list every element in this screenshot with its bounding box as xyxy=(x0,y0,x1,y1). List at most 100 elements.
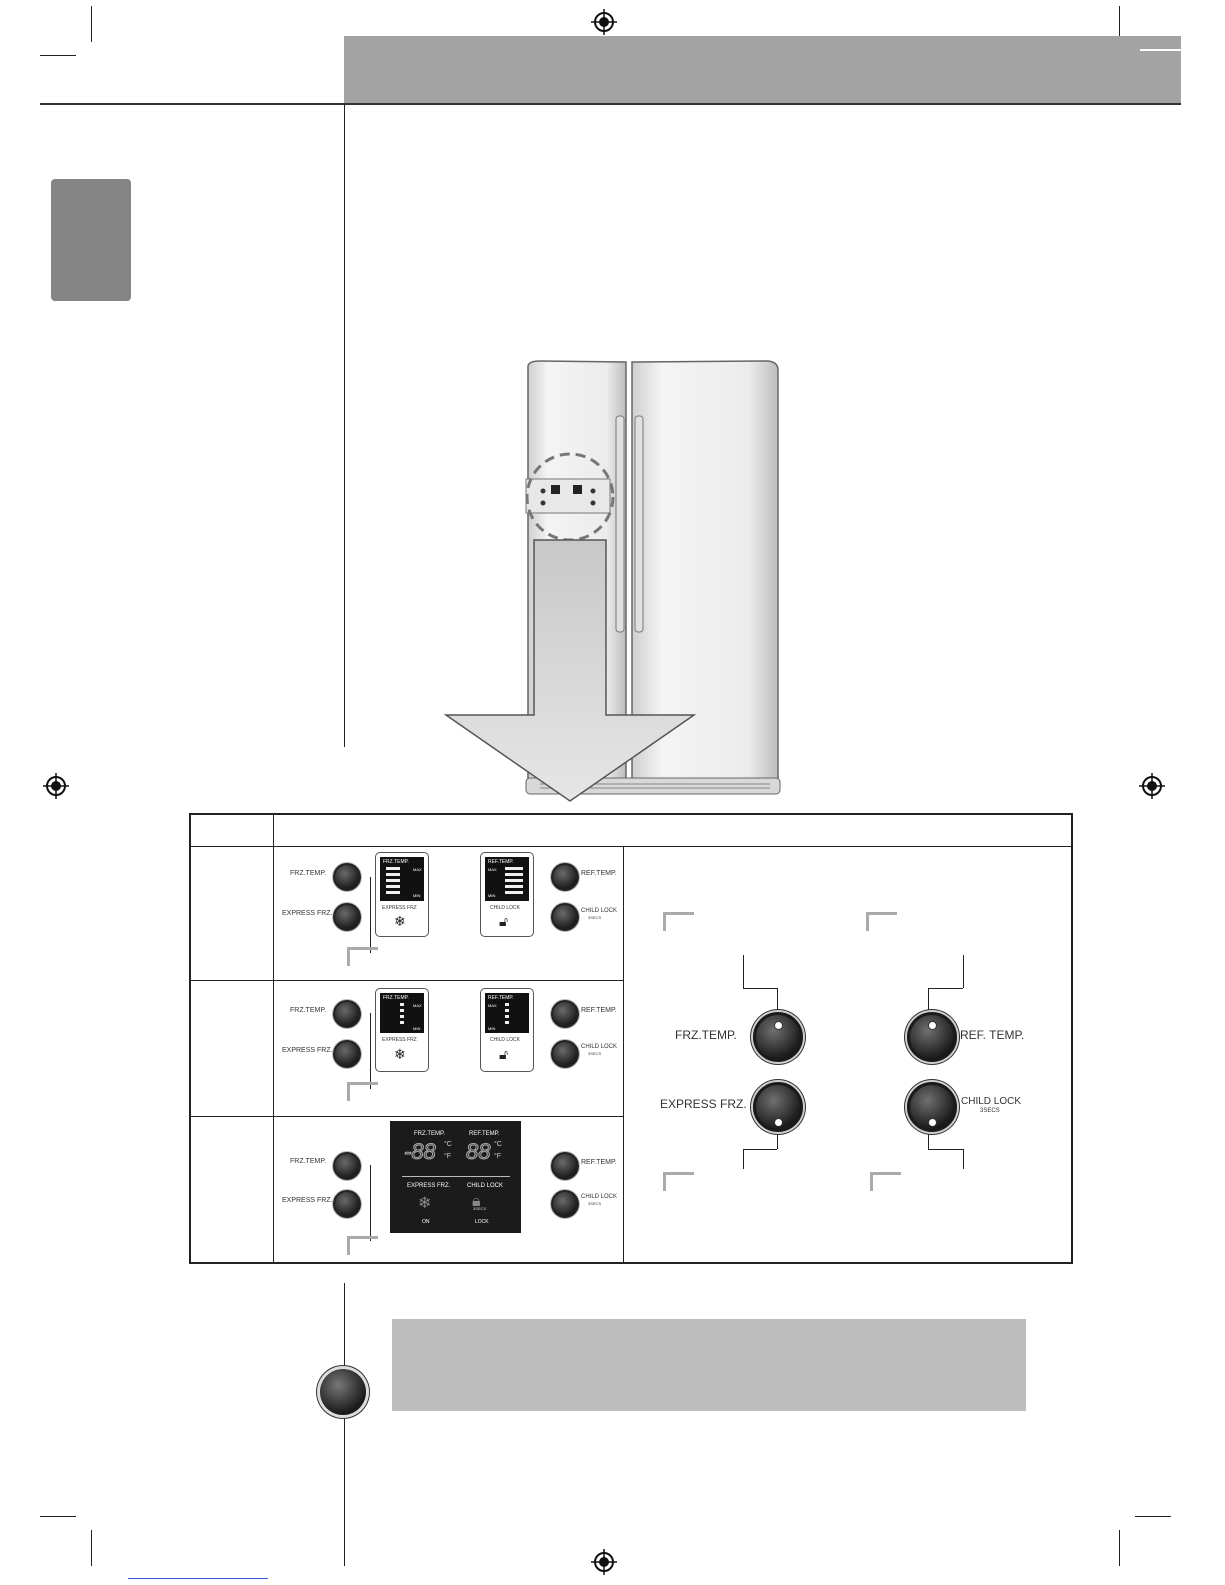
express-caption: EXPRESS FRZ xyxy=(382,905,417,911)
lock-icon: 🔒︎ xyxy=(472,1193,481,1210)
crop-mark xyxy=(40,55,76,56)
screen-label: FRZ.TEMP. xyxy=(383,995,409,1001)
child-lock-label: CHILD LOCK xyxy=(581,1044,618,1050)
detail-ref-temp-button[interactable] xyxy=(907,1012,957,1062)
min-label: MIN xyxy=(413,893,421,898)
fridge-display-panel: REF.TEMP. MAX MIN CHILD LOCK 🔓︎ xyxy=(480,988,534,1072)
ref-temp-label: REF.TEMP. xyxy=(581,1007,617,1014)
detail-child-lock-sub: 3SECS xyxy=(980,1108,1000,1114)
child-lock-button[interactable] xyxy=(551,1190,579,1218)
child-lock-button[interactable] xyxy=(551,1040,579,1068)
table-header-row xyxy=(191,815,1071,847)
note-box xyxy=(392,1319,1026,1411)
frz-temp-button[interactable] xyxy=(333,1152,361,1180)
display-ref-unit-f: °F xyxy=(494,1153,502,1160)
fridge-display-screen: REF.TEMP. MAX MIN xyxy=(485,857,529,901)
max-label: MAX xyxy=(488,867,497,872)
display-on-label: ON xyxy=(422,1219,430,1225)
detail-frz-temp-button[interactable] xyxy=(753,1012,803,1062)
express-frz-label: EXPRESS FRZ. xyxy=(282,1047,333,1054)
child-lock-button[interactable] xyxy=(551,903,579,931)
express-frz-label: EXPRESS FRZ. xyxy=(282,910,333,917)
freezer-display-panel: FRZ.TEMP. MAX MIN EXPRESS FRZ ❄ xyxy=(375,852,429,937)
margin-rule-top xyxy=(344,103,345,747)
crop-mark xyxy=(91,1530,92,1566)
ref-temp-button[interactable] xyxy=(551,863,579,891)
lock-caption: CHILD LOCK xyxy=(490,1037,521,1043)
crop-mark xyxy=(1119,6,1120,42)
screen-label: REF.TEMP. xyxy=(488,859,514,865)
frz-temp-label: FRZ.TEMP. xyxy=(290,870,327,877)
display-frz-digits: -88 xyxy=(404,1139,437,1165)
table-col-divider xyxy=(273,815,274,1264)
child-lock-sub: 3SECS xyxy=(588,1201,602,1206)
max-label: MAX xyxy=(488,1003,497,1008)
ref-temp-button[interactable] xyxy=(551,1152,579,1180)
control-panel-table xyxy=(189,813,1073,1264)
display-lock-label: CHILD LOCK xyxy=(467,1183,504,1189)
lock-icon: 🔓︎ xyxy=(499,913,509,929)
crop-mark xyxy=(91,6,92,42)
min-label: MIN xyxy=(488,893,496,898)
callout-bracket xyxy=(870,1172,901,1191)
registration-mark-right xyxy=(1139,773,1165,799)
crop-mark xyxy=(40,1516,76,1517)
digital-display: FRZ.TEMP. REF.TEMP. -88 °C °F 88 °C °F E… xyxy=(390,1121,521,1233)
callout-bracket xyxy=(347,1236,378,1255)
registration-mark-left xyxy=(43,773,69,799)
frz-temp-label: FRZ.TEMP. xyxy=(290,1158,327,1165)
display-divider xyxy=(402,1176,510,1177)
max-label: MAX xyxy=(413,1003,422,1008)
header-rule xyxy=(40,103,1181,105)
freezer-display-screen: FRZ.TEMP. MAX MIN xyxy=(380,857,424,901)
screen-label: FRZ.TEMP. xyxy=(383,859,409,865)
snowflake-icon: ❄ xyxy=(394,913,406,929)
callout-bracket xyxy=(347,1082,378,1101)
display-frz-unit-c: °C xyxy=(444,1141,452,1148)
registration-mark-top xyxy=(591,9,617,35)
detail-express-frz-button[interactable] xyxy=(753,1082,803,1132)
ref-temp-label: REF.TEMP. xyxy=(581,870,617,877)
table-row-divider xyxy=(191,980,623,981)
ref-temp-label: REF.TEMP. xyxy=(581,1159,617,1166)
detail-express-frz-label: EXPRESS FRZ. xyxy=(660,1097,747,1111)
crop-mark xyxy=(1119,1530,1120,1566)
max-label: MAX xyxy=(413,867,422,872)
ref-temp-button[interactable] xyxy=(551,1000,579,1028)
display-lock-status: LOCK xyxy=(475,1219,489,1225)
display-frz-unit-f: °F xyxy=(444,1153,452,1160)
child-lock-label: CHILD LOCK xyxy=(581,908,618,914)
display-express-label: EXPRESS FRZ. xyxy=(407,1183,451,1189)
table-row-divider xyxy=(191,1116,623,1117)
side-tab xyxy=(51,179,131,301)
child-lock-sub: 3SECS xyxy=(588,1051,602,1056)
crop-mark xyxy=(1135,1516,1171,1517)
express-frz-button[interactable] xyxy=(333,1040,361,1068)
callout-bracket xyxy=(866,912,897,931)
callout-bracket xyxy=(347,947,378,966)
frz-temp-button[interactable] xyxy=(333,863,361,891)
callout-bracket xyxy=(663,1172,694,1191)
lock-icon: 🔓︎ xyxy=(499,1046,509,1062)
registration-mark-bottom xyxy=(591,1549,617,1575)
detail-child-lock-button[interactable] xyxy=(907,1082,957,1132)
margin-rule-bottom xyxy=(344,1283,345,1566)
display-ref-label: REF.TEMP. xyxy=(469,1131,500,1137)
detail-ref-temp-label: REF. TEMP. xyxy=(960,1028,1025,1042)
express-frz-button[interactable] xyxy=(333,903,361,931)
header-bar xyxy=(344,36,1181,104)
snowflake-icon: ❄ xyxy=(418,1195,432,1212)
frz-temp-button[interactable] xyxy=(333,1000,361,1028)
refrigerator-illustration xyxy=(443,360,781,802)
child-lock-label: CHILD LOCK xyxy=(581,1194,618,1200)
table-col-divider-2 xyxy=(623,846,624,1264)
detail-frz-temp-label: FRZ.TEMP. xyxy=(675,1028,737,1042)
express-caption: EXPRESS FRZ xyxy=(382,1037,417,1043)
display-ref-unit-c: °C xyxy=(494,1141,502,1148)
child-lock-sub: 3SECS xyxy=(588,915,602,920)
freezer-display-screen: FRZ.TEMP. MAX MIN xyxy=(380,993,424,1033)
express-frz-button[interactable] xyxy=(333,1190,361,1218)
display-frz-label: FRZ.TEMP. xyxy=(414,1131,445,1137)
lock-badge: 3SECS xyxy=(473,1206,487,1211)
page-bullet xyxy=(320,1369,366,1415)
